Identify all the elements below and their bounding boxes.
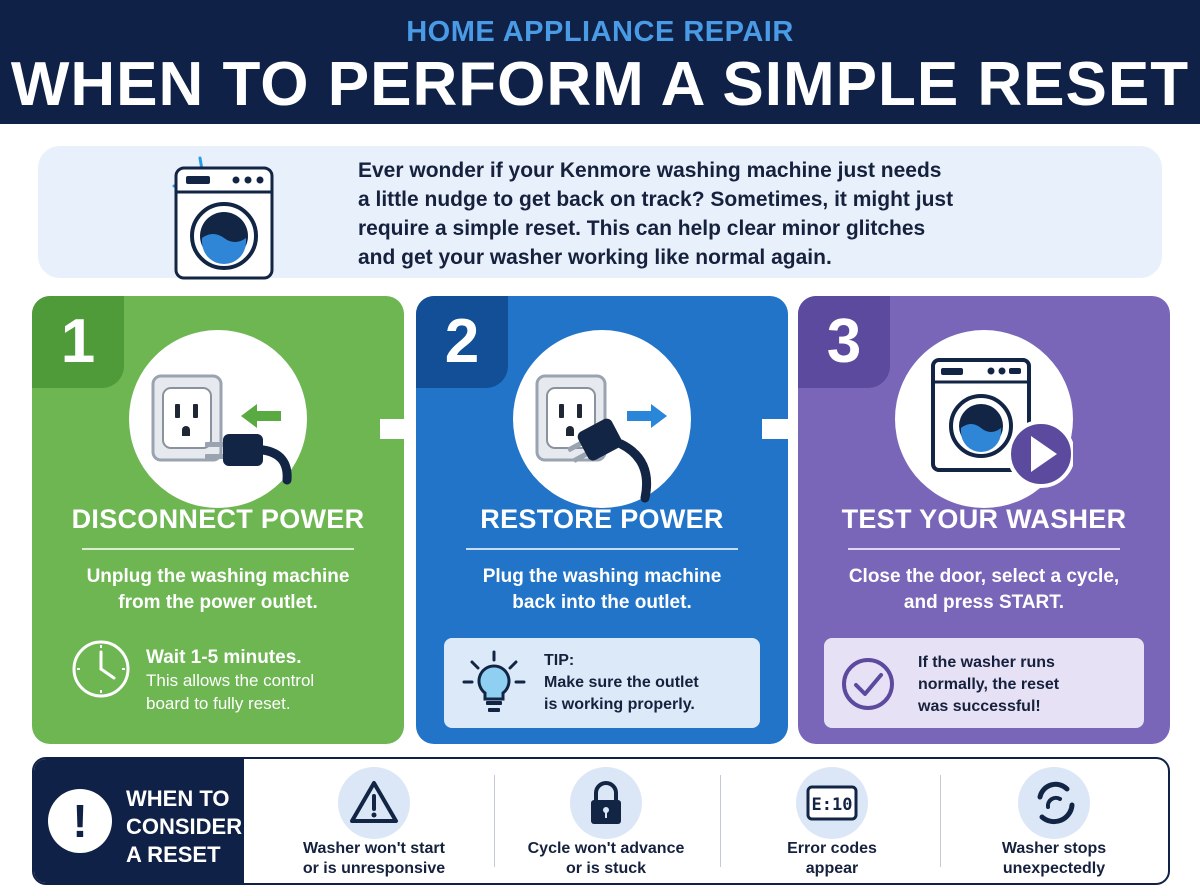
divider bbox=[466, 548, 738, 550]
wait-note: Wait 1-5 minutes. This allows the contro… bbox=[146, 647, 315, 713]
error-display-icon: E:10 bbox=[806, 785, 858, 821]
step-card-disconnect-power: 1 DISCONNECT POWER Unplug the washing ma… bbox=[32, 296, 404, 744]
divider bbox=[720, 775, 721, 867]
reason-wont-start: Washer won't start or is unresponsive bbox=[264, 759, 484, 883]
when-to-reset-label: WHEN TO CONSIDER A RESET bbox=[126, 786, 243, 867]
tip-text: TIP: Make sure the outlet is working pro… bbox=[544, 652, 699, 713]
check-circle-icon bbox=[842, 658, 894, 710]
unplug-icon bbox=[151, 374, 292, 485]
when-to-reset-label-block: ! WHEN TO CONSIDER A RESET bbox=[34, 759, 244, 883]
reason-error-codes: E:10 Error codes appear bbox=[722, 759, 942, 883]
success-note-text: If the washer runs normally, the reset w… bbox=[918, 654, 1060, 715]
reason-stops-unexpectedly: Washer stops unexpectedly bbox=[942, 759, 1166, 883]
warning-icon bbox=[350, 781, 398, 823]
page-title: WHEN TO PERFORM A SIMPLE RESET bbox=[10, 50, 1190, 119]
reason-cycle-stuck: Cycle won't advance or is stuck bbox=[496, 759, 716, 883]
step-card-test-washer: 3 TEST YOUR WASHER Close the door, selec… bbox=[798, 296, 1170, 744]
step-description: Unplug the washing machine from the powe… bbox=[86, 566, 350, 613]
step-description: Close the door, select a cycle, and pres… bbox=[848, 566, 1120, 613]
plug-in-icon bbox=[535, 374, 667, 503]
step-icon-circle bbox=[513, 330, 691, 508]
tip-box: TIP: Make sure the outlet is working pro… bbox=[444, 638, 760, 728]
clock-icon bbox=[72, 640, 130, 698]
step-number: 2 bbox=[416, 296, 508, 388]
lightbulb-icon bbox=[462, 650, 526, 712]
divider bbox=[848, 548, 1120, 550]
when-to-reset-bar: ! WHEN TO CONSIDER A RESET Washer won't … bbox=[32, 757, 1170, 885]
lock-icon bbox=[591, 781, 621, 824]
step-number: 3 bbox=[798, 296, 890, 388]
intro-text: Ever wonder if your Kenmore washing mach… bbox=[358, 159, 954, 269]
step-number: 1 bbox=[32, 296, 124, 388]
exclamation-icon: ! bbox=[48, 789, 112, 853]
header-banner: HOME APPLIANCE REPAIR WHEN TO PERFORM A … bbox=[0, 0, 1200, 124]
divider bbox=[494, 775, 495, 867]
step-description: Plug the washing machine back into the o… bbox=[482, 566, 722, 613]
step-card-restore-power: 2 RESTORE POWER Plug the washing machine… bbox=[416, 296, 788, 744]
washer-play-icon bbox=[931, 358, 1073, 488]
washing-machine-icon bbox=[172, 156, 274, 280]
success-note-box: If the washer runs normally, the reset w… bbox=[824, 638, 1144, 728]
intro-panel: Ever wonder if your Kenmore washing mach… bbox=[38, 146, 1162, 280]
svg-text:E:10: E:10 bbox=[812, 795, 853, 815]
step-title: TEST YOUR WASHER bbox=[841, 504, 1127, 534]
header-kicker: HOME APPLIANCE REPAIR bbox=[406, 16, 794, 48]
spin-icon bbox=[1037, 781, 1075, 825]
step-icon-circle bbox=[129, 330, 307, 508]
step-icon-circle bbox=[895, 330, 1073, 508]
step-title: DISCONNECT POWER bbox=[71, 504, 365, 534]
divider bbox=[82, 548, 354, 550]
divider bbox=[940, 775, 941, 867]
step-title: RESTORE POWER bbox=[480, 504, 724, 534]
